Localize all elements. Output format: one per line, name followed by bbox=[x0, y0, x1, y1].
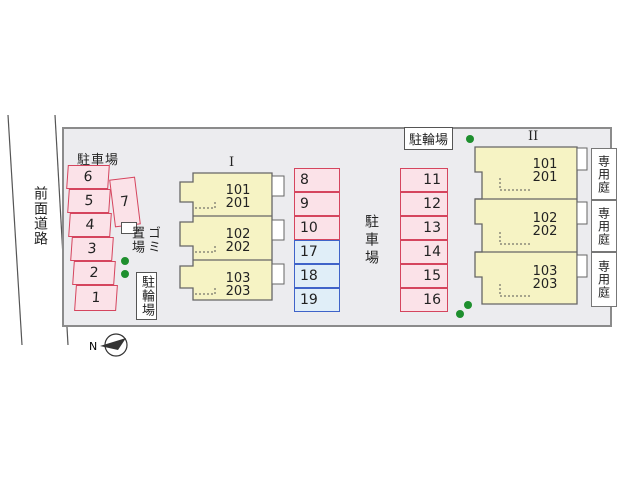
parking-label-left: 駐車場 bbox=[77, 153, 120, 168]
parking-slot-15: 15 bbox=[400, 264, 448, 288]
tree-marker bbox=[466, 135, 474, 143]
parking-slot-9: 9 bbox=[294, 192, 340, 216]
bike-parking-left: 駐輪場 bbox=[136, 272, 157, 320]
unit-label-102: 102 202 bbox=[225, 227, 251, 255]
compass-icon: N bbox=[89, 333, 128, 357]
unit-label-103: 103 203 bbox=[225, 271, 251, 299]
unit-label-103: 103 203 bbox=[532, 264, 558, 292]
parking-label-center: 駐車場 bbox=[363, 214, 379, 268]
garbage-label-a: ゴミ bbox=[145, 226, 160, 254]
garbage-area-box bbox=[121, 222, 137, 234]
parking-slot-16: 16 bbox=[400, 288, 448, 312]
building-label-1: I bbox=[229, 155, 235, 170]
parking-slot-12: 12 bbox=[400, 192, 448, 216]
tree-marker bbox=[456, 310, 464, 318]
parking-left-column: 6 5 4 3 2 1 bbox=[66, 165, 118, 311]
tree-marker bbox=[464, 301, 472, 309]
parking-slot-18: 18 bbox=[294, 264, 340, 288]
parking-slot-8: 8 bbox=[294, 168, 340, 192]
compass-label: N bbox=[89, 340, 97, 353]
parking-slot-4: 4 bbox=[68, 213, 112, 237]
unit-label-101: 101 201 bbox=[532, 157, 558, 185]
building-label-2: II bbox=[528, 129, 539, 144]
unit-label-101: 101 201 bbox=[225, 183, 251, 211]
garbage-label-b: 置場 bbox=[129, 226, 144, 254]
private-garden-label: 専用庭 bbox=[591, 200, 617, 252]
parking-slot-10: 10 bbox=[294, 216, 340, 240]
parking-slot-6: 6 bbox=[66, 165, 110, 189]
parking-slot-1: 1 bbox=[74, 285, 118, 311]
tree-marker bbox=[121, 270, 129, 278]
parking-slot-17: 17 bbox=[294, 240, 340, 264]
private-garden-label: 専用庭 bbox=[591, 148, 617, 200]
parking-slot-3: 3 bbox=[70, 237, 114, 261]
bike-parking-top: 駐輪場 bbox=[404, 127, 454, 150]
parking-slot-13: 13 bbox=[400, 216, 448, 240]
unit-label-102: 102 202 bbox=[532, 211, 558, 239]
parking-slot-19: 19 bbox=[294, 288, 340, 312]
tree-marker bbox=[121, 257, 129, 265]
parking-slot-14: 14 bbox=[400, 240, 448, 264]
building-1 bbox=[179, 172, 285, 301]
parking-slot-2: 2 bbox=[72, 261, 116, 285]
parking-slot-5: 5 bbox=[67, 189, 111, 213]
parking-slot-11: 11 bbox=[400, 168, 448, 192]
building-2 bbox=[474, 146, 588, 305]
private-garden-label: 専用庭 bbox=[591, 252, 617, 307]
road-label: 前面道路 bbox=[32, 186, 48, 246]
